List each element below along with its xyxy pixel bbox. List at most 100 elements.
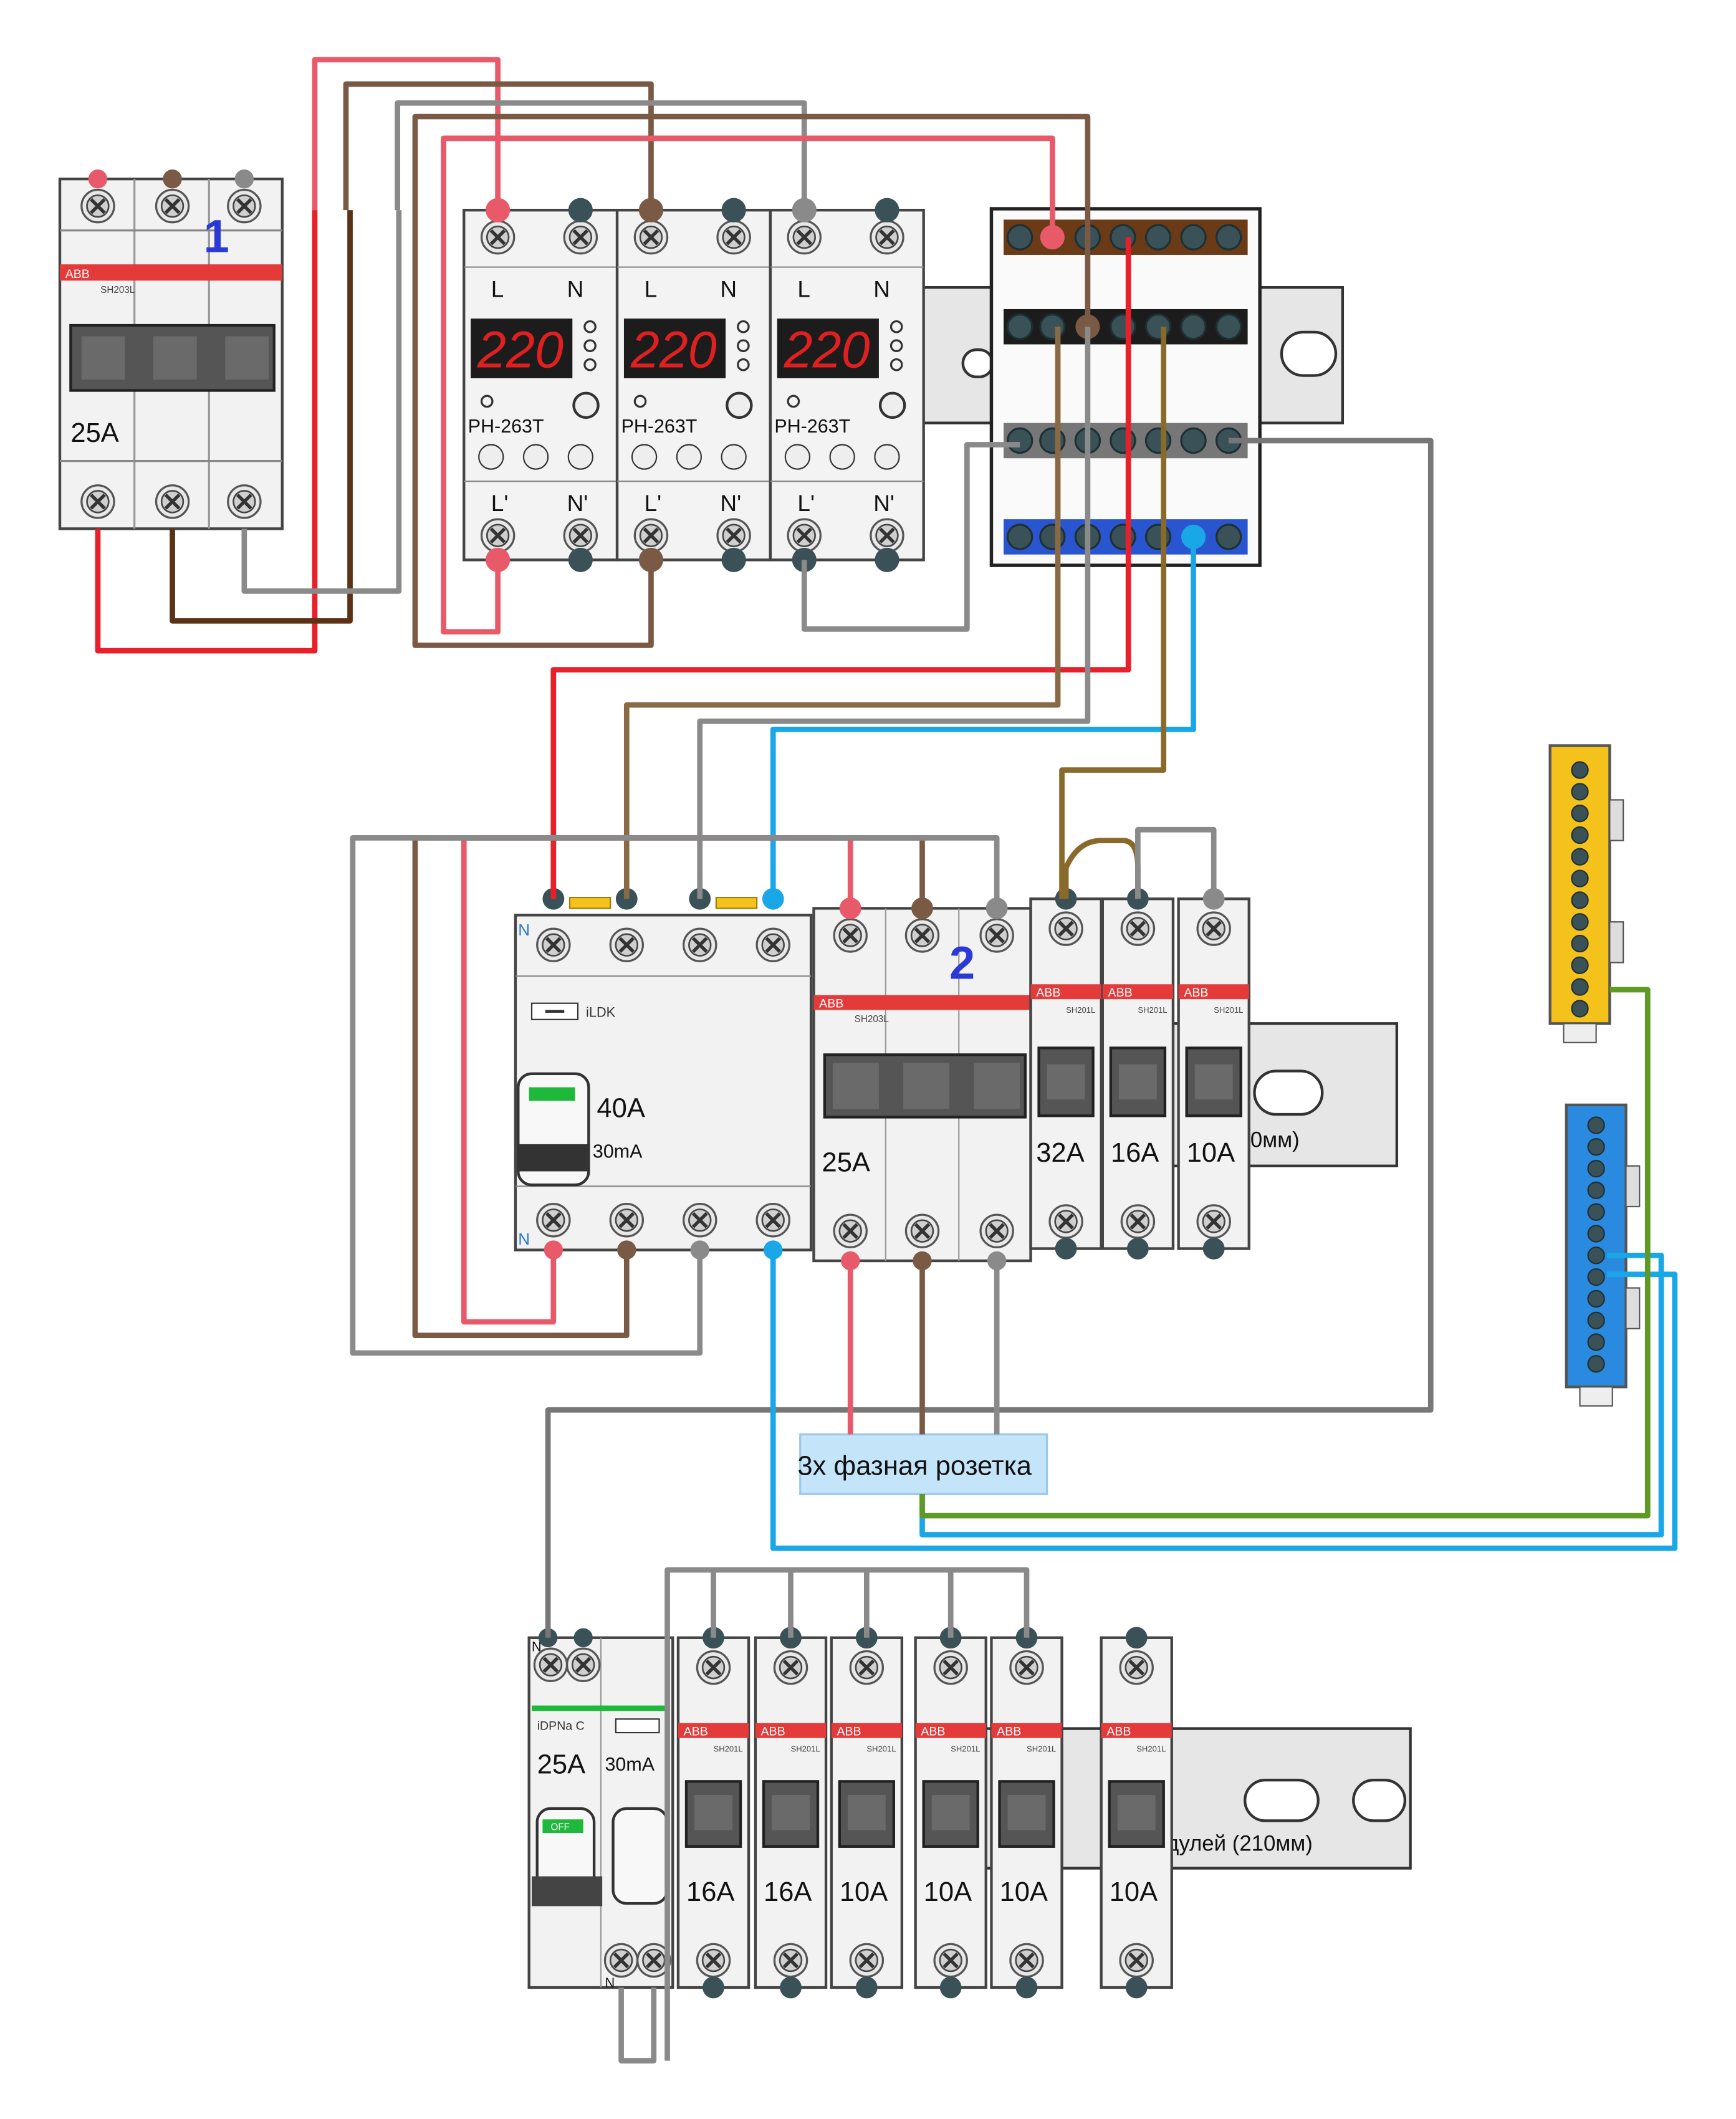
main-breaker-rating: 25A	[70, 418, 118, 448]
breaker-row2-3-rating: 10A	[1187, 1138, 1235, 1168]
rcbo-rating: 25A	[537, 1749, 585, 1779]
wire-jumper-32a-16a	[1063, 838, 1141, 899]
breaker-row3-3-model: SH201L	[866, 1744, 896, 1753]
breaker-row3-6-rating: 10A	[1110, 1877, 1158, 1907]
breaker-row3-3-rating: 10A	[840, 1877, 888, 1907]
wire-rcd-n-out	[770, 1250, 1678, 1551]
voltage-relay-2: 220 РН-263Т L N L' N'	[615, 208, 772, 562]
wire-tb-l1-rcd	[550, 237, 1131, 899]
main-breaker-3p: ABB SH203L 25A 1	[58, 169, 284, 530]
breaker-row3-1-brand: ABB	[684, 1724, 708, 1738]
wire-l3-out	[241, 210, 402, 594]
rcbo-leakage: 30mA	[605, 1754, 655, 1775]
breaker-row3-4-rating: 10A	[924, 1877, 972, 1907]
wires	[95, 57, 1678, 2064]
relay-3-out-n: N'	[873, 490, 894, 516]
pe-busbar-yellow	[1548, 744, 1624, 1043]
rcbo-n-bottom: N	[605, 1975, 615, 1991]
breaker-row2-1-brand: ABB	[1036, 986, 1060, 1000]
relay-3-in-l: L	[797, 276, 810, 302]
wire-relay3-out	[801, 442, 1020, 632]
wire-jumper-16a-10a	[1135, 826, 1217, 899]
breaker-row3-1-rating: 16A	[686, 1877, 734, 1907]
wire-rcbo-out-bus	[618, 1987, 657, 2064]
relay-3-model: РН-263Т	[774, 416, 850, 437]
rcd-model: iLDK	[586, 1004, 616, 1020]
breaker-2-model: SH203L	[855, 1014, 889, 1025]
breaker-row2-1: ABB SH201L 32A	[1029, 897, 1103, 1250]
wire-n-socket	[919, 1252, 1664, 1538]
breaker-row3-6-model: SH201L	[1136, 1744, 1166, 1753]
breaker-row2-3-model: SH201L	[1214, 1005, 1243, 1015]
wire-row3-bus	[664, 1567, 1030, 2061]
rail-bottom-label: дулей (210мм)	[1166, 1831, 1313, 1855]
rcbo: iDPNa C 25A 30mA OFF N N	[527, 1628, 674, 1991]
relay-1-out-l: L'	[491, 490, 509, 516]
breaker-row2-3: ABB SH201L 10A	[1177, 897, 1250, 1250]
wire-relay1-out	[441, 135, 1055, 635]
row3-terminal-knobs	[703, 1627, 1148, 1999]
wire-tb-phase-32a	[1059, 327, 1167, 899]
rcd-n-bottom: N	[518, 1230, 530, 1248]
relay-2-out-l: L'	[645, 490, 662, 516]
relay-2-display: 220	[630, 321, 717, 379]
main-breaker-brand: ABB	[65, 267, 90, 281]
breaker-row3-1: ABB SH201L 16A	[676, 1636, 751, 1989]
breaker-row2-1-model: SH201L	[1066, 1005, 1095, 1015]
rcbo-model: iDPNa C	[537, 1720, 585, 1733]
wire-tb-l2-rcd	[623, 327, 1061, 899]
breaker-2-rating: 25A	[822, 1147, 870, 1177]
breaker-row3-5-rating: 10A	[1000, 1877, 1048, 1907]
voltage-relay-3: 220 РН-263Т L N L' N'	[769, 208, 925, 562]
wire-l2-out	[170, 210, 353, 624]
rcd-leakage: 30mA	[593, 1141, 643, 1162]
label-number-2: 2	[949, 937, 975, 989]
relay-1-in-l: L	[491, 276, 504, 302]
wire-tb-n-to-rcbo	[545, 438, 1434, 1638]
breaker-row3-6-brand: ABB	[1106, 1724, 1131, 1738]
breaker-row2-1-rating: 32A	[1036, 1138, 1084, 1168]
breaker-row3-3-brand: ABB	[837, 1724, 861, 1738]
wire-l2-input	[343, 81, 654, 211]
relay-1-in-n: N	[567, 276, 584, 302]
wire-tb-n-rcd	[770, 537, 1196, 899]
breaker-row3-2-rating: 16A	[764, 1877, 812, 1907]
breaker-row3-5-brand: ABB	[997, 1724, 1021, 1738]
din-rail-bottom: дулей (210мм)	[947, 1727, 1412, 1870]
wire-rcd-l1-br2	[461, 835, 853, 1325]
relay-2-out-n: N'	[720, 490, 741, 516]
main-breaker-model: SH203L	[100, 285, 135, 295]
wire-l1-input	[312, 57, 501, 211]
breaker-row3-3: ABB SH201L 10A	[830, 1636, 904, 1989]
breaker-row3-5-model: SH201L	[1027, 1744, 1056, 1753]
voltage-relay-1: 220 РН-263Т L N L' N'	[463, 208, 619, 562]
three-phase-socket: 3х фазная розетка	[797, 1433, 1048, 1495]
relay-terminal-knobs	[486, 198, 899, 572]
rcd-n-top: N	[518, 921, 530, 939]
breaker-row2-3-brand: ABB	[1184, 986, 1208, 1000]
rcbo-n-top: N	[532, 1639, 542, 1655]
label-number-1: 1	[204, 211, 229, 262]
relay-2-in-l: L	[645, 276, 658, 302]
socket-label: 3х фазная розетка	[797, 1452, 1032, 1481]
relay-2-in-n: N	[720, 276, 737, 302]
relay-3-out-l: L'	[797, 490, 815, 516]
breaker-row3-1-model: SH201L	[714, 1744, 743, 1753]
rcbo-status: OFF	[550, 1822, 569, 1833]
breaker-row3-2: ABB SH201L 16A	[754, 1636, 828, 1989]
breaker-row3-4-brand: ABB	[921, 1724, 945, 1738]
relay-1-out-n: N'	[567, 490, 588, 516]
breaker-row3-2-brand: ABB	[761, 1724, 785, 1738]
breaker-row2-2-brand: ABB	[1108, 986, 1133, 1000]
breaker-row3-4-model: SH201L	[951, 1744, 980, 1753]
breaker-row2-2-model: SH201L	[1138, 1005, 1167, 1015]
breaker-row2-2: ABB SH201L 16A	[1101, 897, 1175, 1250]
breaker-2-brand: ABB	[819, 997, 843, 1010]
wire-pe-socket	[919, 987, 1651, 1519]
relay-2-model: РН-263Т	[621, 416, 698, 437]
relay-1-display: 220	[477, 321, 563, 379]
breaker-row2-2-rating: 16A	[1111, 1138, 1159, 1168]
relay-3-display: 220	[784, 321, 870, 379]
wire-l1-out	[95, 210, 318, 654]
